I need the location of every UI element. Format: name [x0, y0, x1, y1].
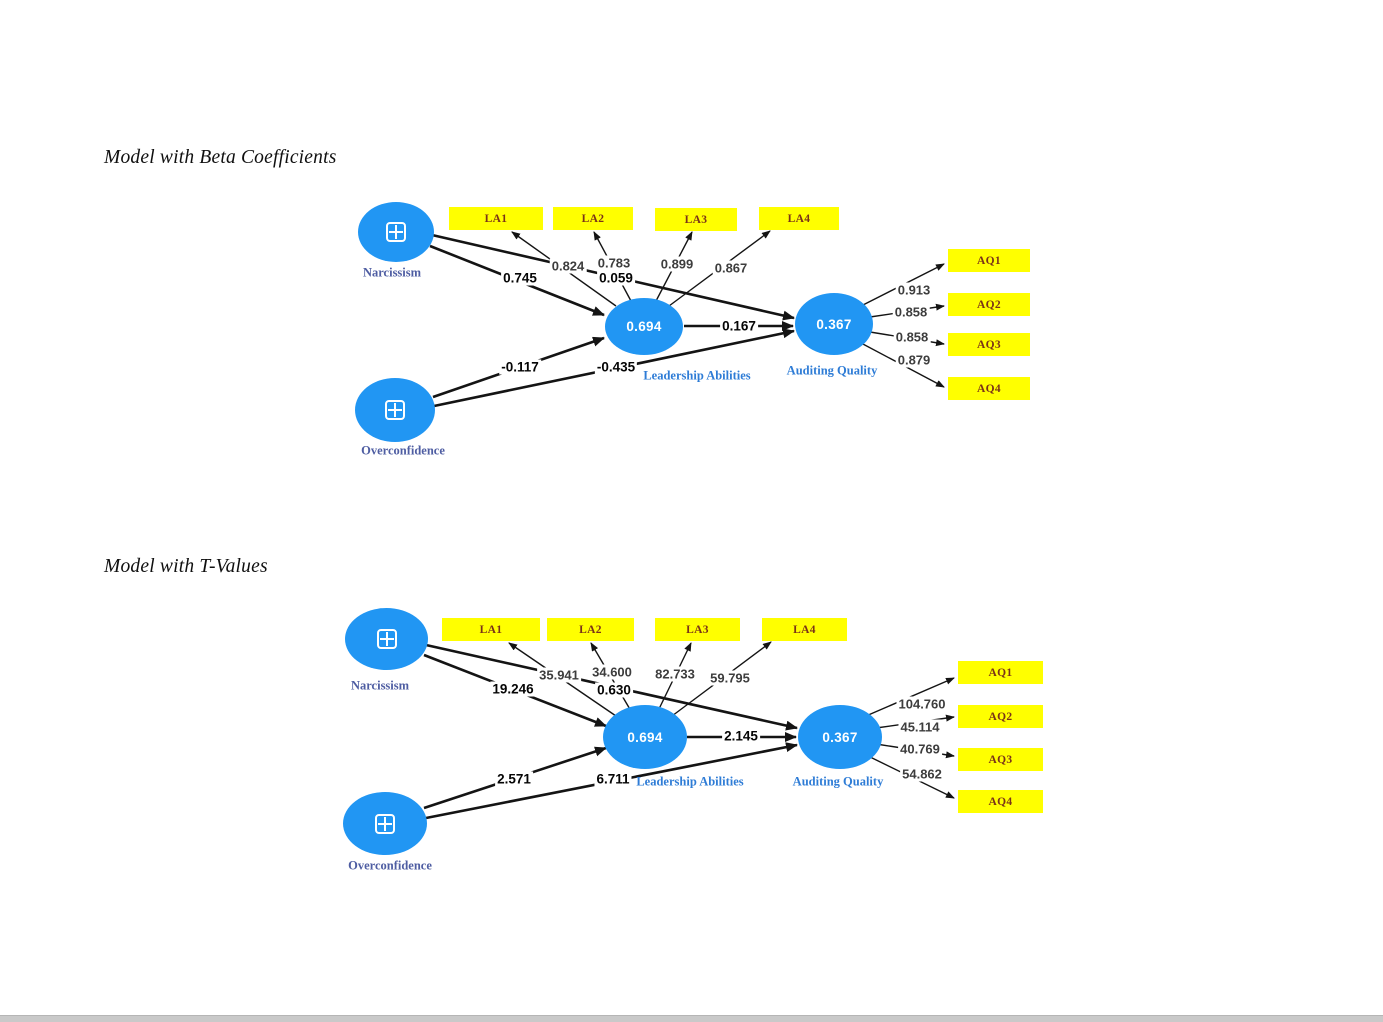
- m2-path-narc-la: 19.246: [490, 681, 536, 697]
- m1-la1-label: LA1: [484, 212, 508, 225]
- m2-auditing-label: Auditing Quality: [792, 774, 884, 789]
- m2-aq4-label: AQ4: [988, 795, 1013, 808]
- m1-narcissism-node: [358, 202, 434, 262]
- m1-aq2-box: AQ2: [948, 293, 1030, 316]
- m1-leadership-node: 0.694: [605, 298, 683, 355]
- m1-aq2-loading: 0.858: [892, 304, 930, 320]
- m1-narcissism-label: Narcissism: [362, 265, 422, 280]
- m2-aq1-loading: 104.760: [896, 696, 948, 712]
- m2-overconfidence-label: Overconfidence: [348, 858, 432, 873]
- model2-heading: Model with T-Values: [104, 556, 268, 577]
- m2-path-over-la: 2.571: [495, 771, 533, 787]
- m2-la1-label: LA1: [479, 623, 503, 636]
- m1-path-la-aq: 0.167: [720, 318, 758, 334]
- m1-aq1-box: AQ1: [948, 249, 1030, 272]
- m2-narcissism-node: [345, 608, 428, 670]
- m1-overconfidence-label: Overconfidence: [361, 443, 445, 458]
- m2-la4-label: LA4: [793, 623, 816, 636]
- m1-la4-loading: 0.867: [712, 260, 750, 276]
- m2-la4-box: LA4: [762, 618, 847, 641]
- plus-icon: [376, 629, 397, 649]
- m2-la4-loading: 59.795: [708, 670, 752, 686]
- m2-auditing-node: 0.367: [798, 705, 882, 769]
- m1-path-over-aq: -0.435: [594, 359, 638, 375]
- m2-aq2-label: AQ2: [988, 710, 1013, 723]
- m1-la3-loading: 0.899: [658, 256, 696, 272]
- m1-la4-box: LA4: [759, 207, 839, 230]
- m2-path-over-aq: 6.711: [594, 771, 632, 787]
- plus-icon: [386, 222, 406, 242]
- m2-la2-label: LA2: [579, 623, 602, 636]
- m2-aq2-box: AQ2: [958, 705, 1043, 728]
- m2-path-narc-aq: 0.630: [595, 682, 633, 698]
- m1-auditing-node: 0.367: [795, 293, 873, 355]
- m2-la3-label: LA3: [686, 623, 709, 636]
- m1-leadership-r2: 0.694: [626, 319, 662, 334]
- m1-la1-box: LA1: [449, 207, 543, 230]
- m2-la3-loading: 82.733: [653, 666, 697, 682]
- m1-aq1-loading: 0.913: [895, 282, 933, 298]
- m2-aq2-loading: 45.114: [898, 719, 942, 735]
- model1-heading: Model with Beta Coefficients: [104, 147, 337, 168]
- m1-la1-loading: 0.824: [549, 258, 587, 274]
- m2-leadership-label: Leadership Abilities: [636, 774, 744, 789]
- m1-la3-box: LA3: [655, 208, 737, 231]
- m2-la2-loading: 34.600: [590, 664, 634, 680]
- m1-aq2-label: AQ2: [977, 298, 1001, 311]
- m1-la4-label: LA4: [787, 212, 811, 225]
- m1-aq3-label: AQ3: [977, 338, 1001, 351]
- m1-la2-label: LA2: [581, 212, 605, 225]
- page-bottom-divider: [0, 1015, 1383, 1022]
- m1-aq3-loading: 0.858: [893, 329, 931, 345]
- m1-aq4-label: AQ4: [977, 382, 1001, 395]
- m1-path-narc-la: 0.745: [501, 270, 539, 286]
- m1-la3-label: LA3: [684, 213, 708, 226]
- m1-leadership-label: Leadership Abilities: [643, 368, 751, 383]
- plus-icon: [375, 813, 395, 834]
- m1-overconfidence-node: [355, 378, 435, 442]
- m1-aq3-box: AQ3: [948, 333, 1030, 356]
- m2-la1-box: LA1: [442, 618, 540, 641]
- m2-auditing-r2: 0.367: [822, 729, 858, 745]
- m2-aq3-label: AQ3: [988, 753, 1013, 766]
- m2-la2-box: LA2: [547, 618, 634, 641]
- m1-path-narc-aq: 0.059: [597, 270, 635, 286]
- m2-aq4-loading: 54.862: [900, 766, 944, 782]
- m2-aq4-box: AQ4: [958, 790, 1043, 813]
- m1-aq1-label: AQ1: [977, 254, 1001, 267]
- m2-la3-box: LA3: [655, 618, 740, 641]
- m1-aq4-loading: 0.879: [895, 352, 933, 368]
- m2-narcissism-label: Narcissism: [350, 678, 410, 693]
- m1-auditing-r2: 0.367: [816, 316, 852, 332]
- m1-loading-arrows: [511, 230, 945, 388]
- m2-aq3-box: AQ3: [958, 748, 1043, 771]
- m2-aq3-loading: 40.769: [898, 741, 942, 757]
- m2-leadership-node: 0.694: [603, 705, 687, 769]
- m1-la2-loading: 0.783: [595, 255, 633, 271]
- m1-aq4-box: AQ4: [948, 377, 1030, 400]
- m1-la2-box: LA2: [553, 207, 633, 230]
- m2-leadership-r2: 0.694: [627, 729, 663, 745]
- plus-icon: [385, 400, 405, 420]
- m1-path-over-la: -0.117: [499, 359, 541, 375]
- m2-overconfidence-node: [343, 792, 427, 855]
- m2-la1-loading: 35.941: [537, 667, 581, 683]
- m1-auditing-label: Auditing Quality: [786, 363, 878, 378]
- m2-aq1-box: AQ1: [958, 661, 1043, 684]
- m2-aq1-label: AQ1: [988, 666, 1013, 679]
- m2-path-la-aq: 2.145: [722, 728, 760, 744]
